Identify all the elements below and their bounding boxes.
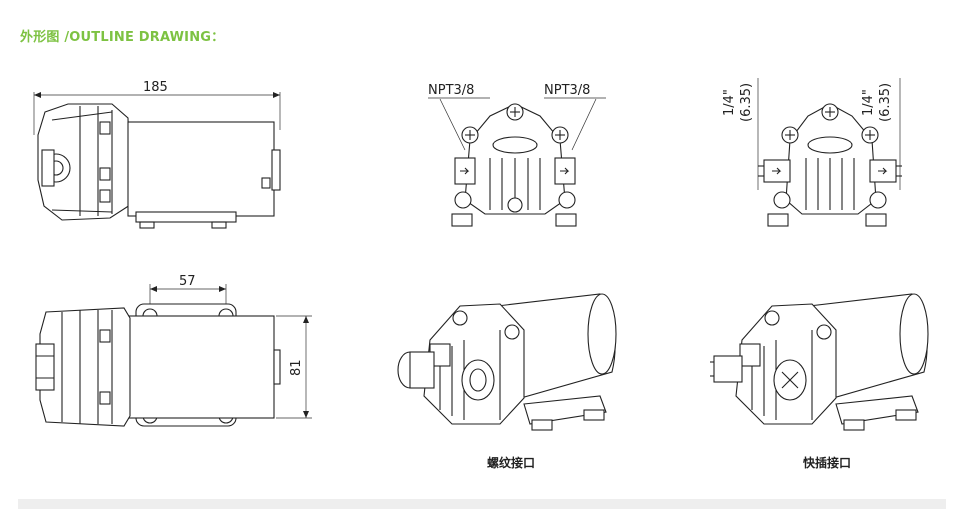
caption-threaded: 螺纹接口 [487, 456, 536, 470]
iso-view-threaded [397, 293, 617, 431]
dim-width: 81 [289, 359, 304, 376]
side-view: 185 [33, 80, 281, 229]
dim-quick-left-inch: 1/4" [722, 89, 737, 116]
dim-length: 185 [143, 80, 168, 95]
dim-quick-right-mm: (6.35) [878, 83, 893, 122]
dim-quick-right-inch: 1/4" [861, 89, 876, 116]
dim-mount-spacing: 57 [179, 274, 196, 289]
iso-view-quick [710, 293, 929, 431]
dim-port-right: NPT3/8 [544, 83, 590, 98]
dim-quick-left-mm: (6.35) [739, 83, 754, 122]
footer-bar [18, 499, 946, 509]
top-view: 57 81 [35, 274, 312, 427]
section-title: 外形图 /OUTLINE DRAWING： [20, 30, 225, 45]
front-view-quick: 1/4" (6.35) 1/4" (6.35) [722, 78, 902, 227]
dim-port-left: NPT3/8 [428, 83, 474, 98]
front-view-threaded: NPT3/8 NPT3/8 [428, 83, 606, 227]
caption-quick: 快插接口 [803, 456, 852, 470]
